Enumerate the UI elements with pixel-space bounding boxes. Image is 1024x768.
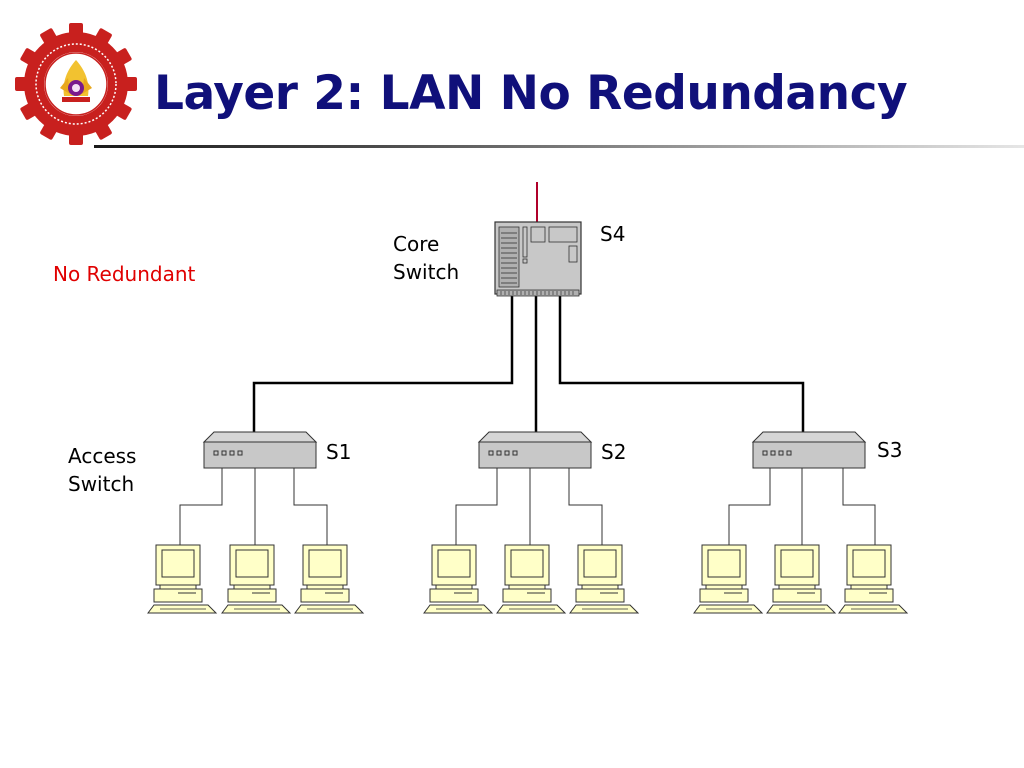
core-label-line1: Core [393, 232, 440, 256]
desktop-computer-icon [423, 544, 493, 614]
link-s1-pc1 [179, 468, 223, 545]
switch-name-s2: S2 [601, 440, 627, 464]
desktop-computer-icon [569, 544, 639, 614]
trunk-links [252, 296, 805, 433]
slide-title: Layer 2: LAN No Redundancy [154, 66, 908, 121]
host-links [179, 468, 876, 545]
desktop-computer-icon [496, 544, 566, 614]
access-switch-s3-icon [752, 431, 866, 469]
no-redundant-note: No Redundant [53, 262, 196, 286]
core-switch-icon [494, 221, 582, 297]
link-s2-pc1 [455, 468, 498, 545]
switch-name-s1: S1 [326, 440, 352, 464]
desktop-computer-icon [294, 544, 364, 614]
access-label-line2: Switch [68, 472, 135, 496]
desktop-computer-icon [221, 544, 291, 614]
desktop-computer-icon [693, 544, 763, 614]
link-s2-pc3 [568, 468, 603, 545]
access-switch-label: Access Switch [68, 442, 136, 498]
desktop-computer-icon [147, 544, 217, 614]
desktop-computer-icon [838, 544, 908, 614]
trunk-s4-s1 [252, 296, 514, 433]
access-label-line1: Access [68, 444, 137, 468]
desktop-computer-icon [766, 544, 836, 614]
switch-name-s4: S4 [600, 222, 626, 246]
link-s1-pc3 [293, 468, 328, 545]
university-seal-icon [15, 23, 137, 145]
title-underline [94, 145, 1024, 148]
link-s3-pc1 [728, 468, 771, 545]
trunk-s4-s3 [558, 296, 805, 433]
core-label-line2: Switch [393, 260, 460, 284]
access-switch-s1-icon [203, 431, 317, 469]
switch-name-s3: S3 [877, 438, 903, 462]
access-switch-s2-icon [478, 431, 592, 469]
core-switch-label: Core Switch [393, 230, 459, 286]
link-s3-pc3 [842, 468, 876, 545]
